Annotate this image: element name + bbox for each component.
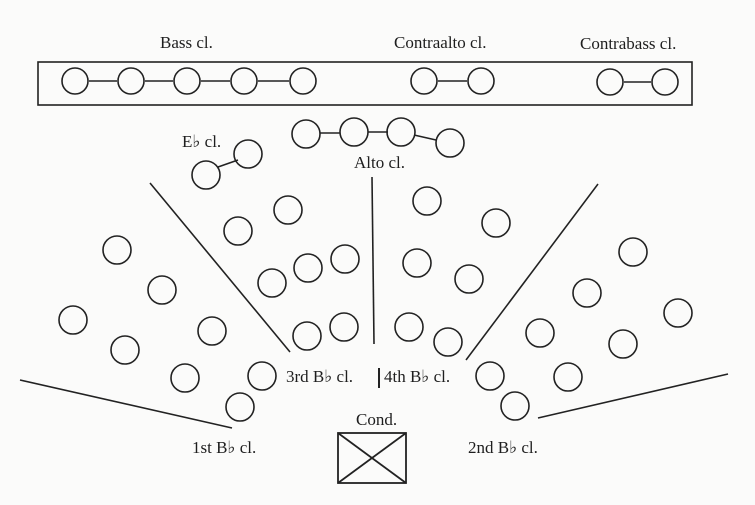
first-player — [170, 363, 200, 393]
alto-player — [386, 117, 416, 147]
divider-right-outer — [537, 373, 729, 419]
contraalto-clarinet-label: Contraalto cl. — [394, 33, 487, 52]
second-player — [553, 362, 583, 392]
eflat-player — [191, 160, 221, 190]
second-player — [608, 329, 638, 359]
alto-section — [291, 117, 465, 158]
divider-left-outer — [19, 379, 233, 429]
divider-center — [371, 176, 375, 345]
alto-player — [435, 128, 465, 158]
contrabass-player — [651, 68, 679, 96]
divider-left — [149, 182, 291, 353]
third-player — [329, 312, 359, 342]
third-section — [223, 195, 360, 391]
fourth-player — [412, 186, 442, 216]
third-player — [273, 195, 303, 225]
second-player — [618, 237, 648, 267]
back-row-box — [37, 61, 693, 106]
divider-right — [465, 183, 599, 361]
fourth-player — [394, 312, 424, 342]
contraalto-player — [467, 67, 495, 95]
label-separator — [378, 368, 380, 388]
first-player — [110, 335, 140, 365]
bass-player — [173, 67, 201, 95]
bass-player — [289, 67, 317, 95]
contrabass-section — [596, 68, 679, 96]
fourth-player — [402, 248, 432, 278]
second-player — [525, 318, 555, 348]
bass-player — [117, 67, 145, 95]
fourth-bflat-clarinet-label: 4th B♭ cl. — [384, 367, 451, 386]
eflat-player — [233, 139, 263, 169]
first-player — [197, 316, 227, 346]
fourth-section — [394, 186, 484, 357]
second-player — [481, 208, 511, 238]
first-player — [225, 392, 255, 422]
bass-player — [61, 67, 89, 95]
second-player — [500, 391, 530, 421]
alto-player — [339, 117, 369, 147]
fourth-player — [454, 264, 484, 294]
contrabass-clarinet-label: Contrabass cl. — [580, 34, 677, 53]
second-player — [663, 298, 693, 328]
second-bflat-clarinet-label: 2nd B♭ cl. — [468, 438, 538, 457]
third-player — [292, 321, 322, 351]
second-player — [475, 361, 505, 391]
contraalto-section — [410, 67, 495, 95]
first-player — [58, 305, 88, 335]
first-player — [102, 235, 132, 265]
eflat-clarinet-label: E♭ cl. — [182, 132, 222, 151]
first-section — [58, 235, 255, 422]
contrabass-player — [596, 68, 624, 96]
conductor-label: Cond. — [356, 410, 398, 429]
fourth-player — [433, 327, 463, 357]
second-section — [475, 208, 693, 421]
bass-player — [230, 67, 258, 95]
bass-section — [61, 67, 317, 95]
third-player — [293, 253, 323, 283]
alto-player — [291, 119, 321, 149]
third-player — [257, 268, 287, 298]
bass-clarinet-label: Bass cl. — [160, 33, 213, 52]
second-player — [572, 278, 602, 308]
third-player — [247, 361, 277, 391]
third-bflat-clarinet-label: 3rd B♭ cl. — [286, 367, 354, 386]
first-player — [147, 275, 177, 305]
conductor-podium — [337, 432, 407, 484]
third-player — [223, 216, 253, 246]
contraalto-player — [410, 67, 438, 95]
alto-clarinet-label: Alto cl. — [354, 153, 405, 172]
third-player — [330, 244, 360, 274]
first-bflat-clarinet-label: 1st B♭ cl. — [192, 438, 257, 457]
eflat-section — [191, 139, 263, 190]
